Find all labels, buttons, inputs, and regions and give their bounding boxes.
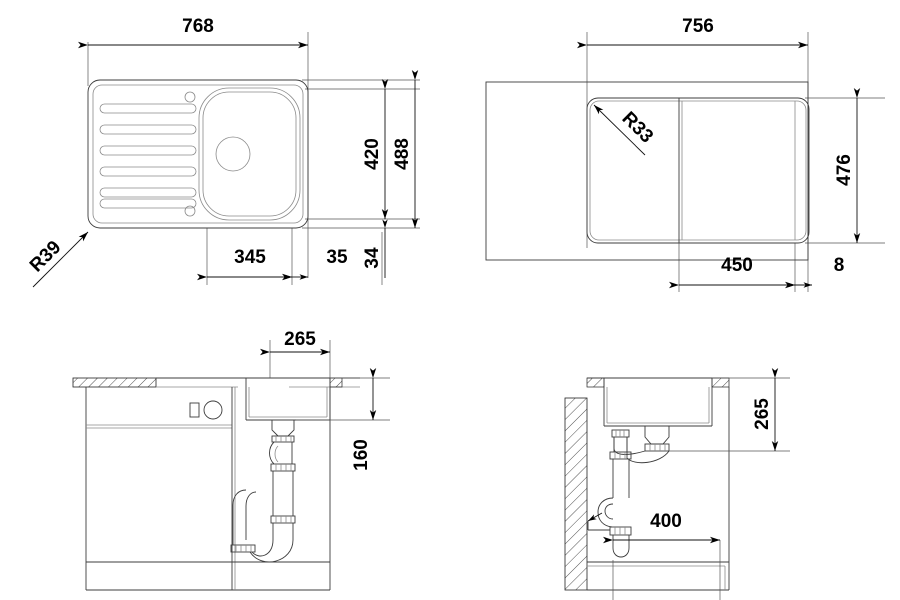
cabinet-outline bbox=[85, 387, 331, 591]
waste-trap-front bbox=[230, 420, 296, 563]
dimension-bowl-height-420: 420 bbox=[362, 79, 389, 219]
radius-callout-r39: R39 bbox=[26, 231, 89, 288]
view-top-plan: 768 420 488 345 35 34 R39 bbox=[26, 16, 420, 288]
dimension-label-345: 345 bbox=[234, 247, 266, 268]
tap-hole-upper bbox=[184, 91, 196, 103]
dimension-bowl-cutout-450: 450 bbox=[669, 255, 795, 289]
tap-hole-lower bbox=[184, 205, 196, 217]
dimension-label-476: 476 bbox=[834, 154, 855, 186]
worktop-hatch-left-side bbox=[586, 377, 605, 388]
dimension-edge-offset-8: 8 bbox=[786, 255, 845, 288]
dimension-label-160: 160 bbox=[351, 439, 372, 471]
worktop-outline bbox=[485, 81, 809, 261]
sink-bowl bbox=[198, 87, 301, 221]
dimension-cutout-height-476: 476 bbox=[834, 88, 861, 243]
dimension-bowl-width-345: 345 bbox=[197, 247, 292, 281]
dimension-bowl-depth-160: 160 bbox=[351, 368, 377, 471]
dimension-label-768: 768 bbox=[182, 16, 214, 37]
dimension-label-r33: R33 bbox=[618, 108, 657, 147]
dimension-label-400: 400 bbox=[650, 511, 682, 532]
drain-hole bbox=[215, 136, 251, 172]
waste-trap-side bbox=[587, 426, 670, 558]
bowl-section-side bbox=[603, 378, 713, 427]
dimension-label-450: 450 bbox=[721, 255, 753, 276]
sink-outline bbox=[87, 79, 309, 229]
top-plan-extension-lines bbox=[87, 32, 420, 285]
cutout-outline bbox=[586, 97, 810, 244]
bowl-section-front bbox=[245, 378, 331, 421]
worktop-hatch-right-side bbox=[711, 377, 730, 388]
dimension-label-34: 34 bbox=[362, 247, 383, 269]
dimension-label-265-front: 265 bbox=[284, 329, 316, 350]
dimension-label-488: 488 bbox=[392, 138, 413, 170]
dimension-label-265-side: 265 bbox=[752, 398, 773, 430]
dimension-bowl-width-265: 265 bbox=[260, 329, 330, 356]
dimension-trap-offset-400: 400 bbox=[603, 511, 720, 544]
cabinet-side-outline bbox=[587, 387, 730, 591]
dimension-overall-height-488: 488 bbox=[392, 70, 419, 228]
dimension-label-r39: R39 bbox=[26, 237, 65, 276]
view-cutout-plan: 756 476 450 8 R33 bbox=[485, 16, 885, 292]
view-side-section: 265 400 bbox=[564, 368, 790, 600]
control-knob-icon bbox=[203, 400, 223, 420]
dimension-overall-width-768: 768 bbox=[78, 16, 308, 49]
dimension-cutout-width-756: 756 bbox=[577, 16, 808, 49]
front-section-extension-lines bbox=[269, 340, 390, 421]
worktop-hatch-right bbox=[329, 377, 343, 388]
view-front-section: 265 160 bbox=[72, 329, 390, 591]
radius-callout-r33: R33 bbox=[593, 104, 657, 156]
control-display-icon bbox=[189, 402, 200, 418]
dimension-label-420: 420 bbox=[362, 138, 383, 170]
dimension-label-756: 756 bbox=[682, 16, 714, 37]
dimension-label-8: 8 bbox=[834, 255, 845, 276]
dimension-edge-right-35: 35 bbox=[283, 247, 348, 280]
drainboard-grooves bbox=[99, 103, 197, 209]
wall-hatch bbox=[564, 397, 588, 591]
worktop-hatch-left bbox=[72, 377, 157, 388]
dimension-bowl-depth-265-side: 265 bbox=[752, 368, 779, 451]
dimension-label-35: 35 bbox=[326, 247, 348, 268]
dimension-rim-offset-34: 34 bbox=[362, 219, 388, 278]
